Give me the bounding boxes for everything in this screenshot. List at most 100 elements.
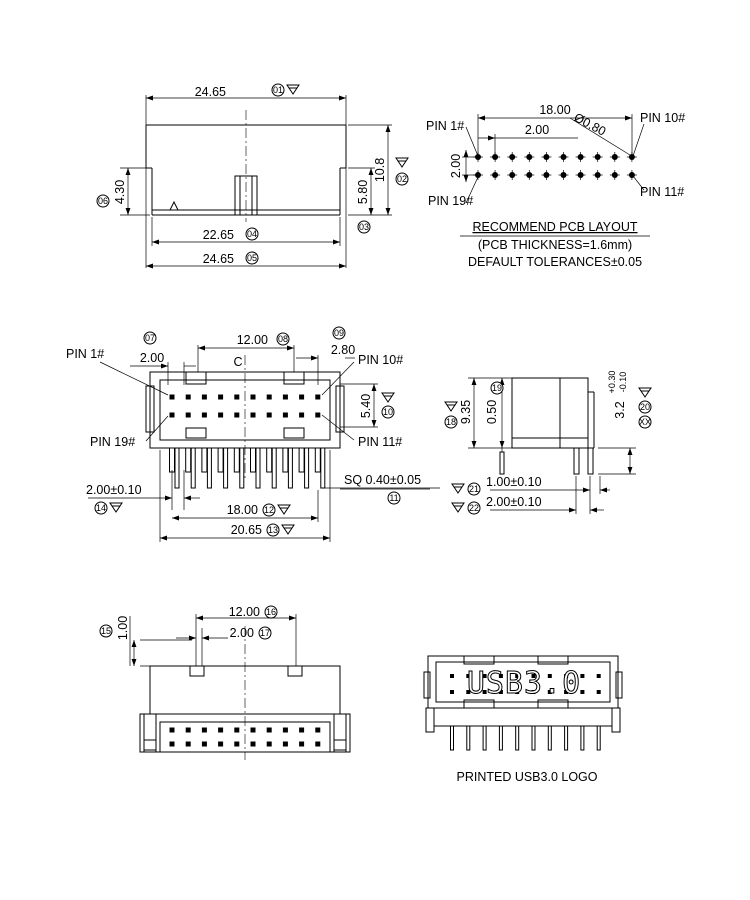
inspection-mark-10a [381,392,395,403]
pcb-thickness: (PCB THICKNESS=1.6mm) [478,238,632,252]
front-pin-tail [233,447,240,473]
pcb-pin19-label: PIN 19# [428,194,473,208]
pcb-hole [611,154,618,160]
bottom-pin [234,727,240,733]
callout-04: 04 [245,227,259,241]
bottom-pin [266,727,272,733]
front-pin [299,412,305,418]
side-tail: 3.2 [613,401,627,418]
bottom-pin [299,741,305,747]
front-pin-tail [223,447,229,489]
front-pin10-label: PIN 10# [358,353,403,367]
logo-pin [547,690,552,694]
front-pin-tail [298,447,305,473]
logo-pin [498,690,503,694]
front-pin-tail [174,447,180,489]
pcb-pin11-label: PIN 11# [640,185,684,199]
svg-text:21: 21 [469,484,479,494]
callout-13: 13 [266,523,280,537]
bottom-pin [201,727,207,733]
logo-pin [580,690,585,694]
front-pin [185,412,191,418]
callout-18: 18 [444,415,458,429]
front-pin-tail [217,447,224,473]
top-left-height: 4.30 [113,180,127,204]
logo-pin-tail [547,725,552,751]
front-pin [266,394,272,400]
pcb-layout-title: RECOMMEND PCB LAYOUT [472,220,637,234]
side-row-pitch: 2.00±0.10 [486,495,542,509]
callout-15: 15 [99,624,113,638]
svg-text:11: 11 [389,493,398,503]
pcb-pin10-label: PIN 10# [640,111,685,125]
logo-pin-tail [515,725,520,751]
svg-text:18: 18 [446,417,456,427]
front-pin-span: 18.00 [227,503,258,517]
inspection-mark-21 [451,483,465,494]
front-pin-tail [190,447,196,489]
bottom-pin [169,727,175,733]
svg-text:04: 04 [247,229,257,239]
front-pin [169,394,175,400]
front-pin [185,394,191,400]
logo-pin-tail [596,725,601,751]
bottom-pin [185,741,191,747]
front-pin [218,412,224,418]
front-center-mark: C [233,355,242,369]
logo-view: USB3.0 PRINTED USB3.0 LOGO [423,655,623,784]
bottom-pin [315,741,321,747]
pcb-hole [611,172,618,178]
top-view: 24.65 01 22.65 04 24.65 05 10.8 5.80 4.3… [96,83,409,269]
logo-pin [564,690,569,694]
front-pin [299,394,305,400]
callout-14: 14 [94,501,108,515]
inspection-mark-14 [109,502,123,513]
pcb-layout-view: PIN 1# PIN 10# PIN 11# PIN 19# 18.00 2.0… [426,103,685,269]
callout-02: 02 [395,172,409,186]
callout-07: 07 [143,331,157,345]
front-pin-tail [266,447,273,473]
front-pin-tail [185,447,192,473]
inspection-mark-20 [638,387,652,398]
top-body-height: 5.80 [356,180,370,204]
pcb-pitch-x: 2.00 [525,123,549,137]
logo-pin-tail [498,725,503,751]
svg-text:19: 19 [492,383,502,393]
logo-pin-tail [466,725,471,751]
svg-text:15: 15 [101,626,111,636]
front-pin [201,394,207,400]
front-left-pitch: 2.00 [140,351,164,365]
inspection-mark-01 [286,84,300,95]
svg-text:17: 17 [260,628,270,638]
bottom-pin [169,741,175,747]
pcb-hole [543,172,550,178]
svg-text:12: 12 [264,505,274,515]
front-pin [250,412,256,418]
logo-pin [466,690,471,694]
pcb-pitch-y: 2.00 [449,154,463,178]
logo-pin-tail [450,725,454,751]
front-pin-pitch: 2.00±0.10 [86,483,142,497]
pcb-hole-grid [473,152,637,180]
logo-pin [466,674,471,678]
top-total-height: 10.8 [373,158,387,182]
callout-16: 16 [264,605,278,619]
callout-21: 21 [467,482,481,496]
logo-pin [547,674,552,678]
front-pin19-label: PIN 19# [90,435,135,449]
front-pin [266,412,272,418]
svg-text:03: 03 [359,222,369,232]
callout-12: 12 [262,503,276,517]
front-pin11-label: PIN 11# [358,435,402,449]
pcb-tolerance: DEFAULT TOLERANCES±0.05 [468,255,642,269]
pcb-hole [577,172,584,178]
svg-text:10: 10 [383,407,393,417]
callout-09: 09 [332,326,346,340]
logo-pin [531,674,536,678]
bottom-pin [266,741,272,747]
side-tail-tol-plus: +0.30 [607,371,617,394]
pcb-hole [628,154,635,160]
logo-pin [482,674,487,678]
logo-pin [580,674,585,678]
